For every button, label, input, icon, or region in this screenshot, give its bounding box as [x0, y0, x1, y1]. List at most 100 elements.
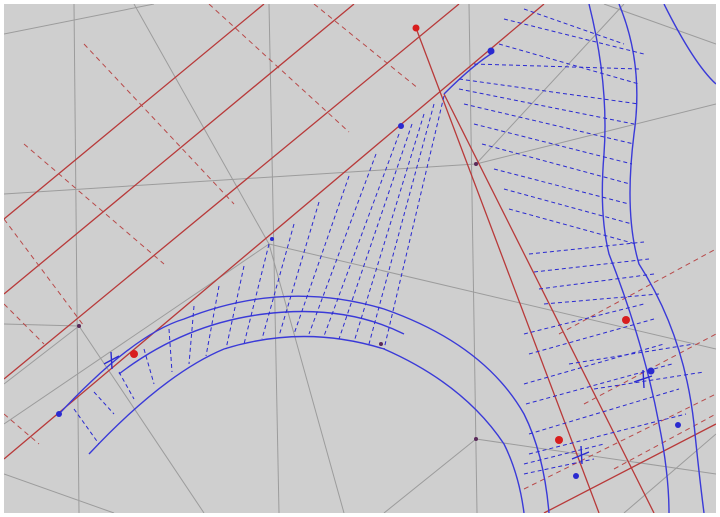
tangent-handle-icon[interactable] — [571, 445, 590, 465]
blue-road-curves — [58, 4, 716, 513]
red-cross-section — [4, 303, 45, 345]
construction-line — [4, 325, 80, 385]
blue-control-point-icon[interactable] — [270, 237, 274, 241]
construction-line — [268, 4, 280, 513]
red-road-edge — [4, 4, 460, 380]
construction-line — [4, 4, 155, 35]
blue-control-point-icon[interactable] — [647, 367, 655, 375]
blue-fan-line — [528, 318, 655, 355]
control-points[interactable] — [56, 24, 681, 480]
red-road-edge — [4, 4, 545, 460]
grid-vertex-icon — [379, 342, 383, 346]
blue-fan-line — [463, 103, 635, 145]
construction-line — [268, 243, 345, 513]
blue-fan-line — [503, 188, 633, 225]
blue-fan-line — [528, 241, 645, 255]
blue-fan-line — [261, 223, 295, 340]
blue-fan-line — [568, 343, 695, 365]
construction-line — [603, 4, 716, 45]
construction-lines — [4, 4, 716, 513]
construction-line — [468, 4, 478, 513]
blue-control-point-icon[interactable] — [487, 47, 495, 55]
red-cross-section — [4, 218, 85, 327]
blue-fan-line — [368, 103, 435, 345]
grid-vertex-icon — [474, 162, 478, 166]
outer-arc-right-edge — [663, 4, 716, 85]
blue-fan-line — [533, 258, 650, 273]
blue-fan-line — [93, 391, 115, 415]
grid-vertex-icon — [474, 437, 478, 441]
tangent-handles[interactable] — [103, 351, 653, 465]
blue-control-point-icon[interactable] — [675, 422, 681, 428]
blue-fan-line — [498, 43, 640, 85]
blue-fan-line — [493, 168, 630, 205]
red-control-point-icon[interactable] — [412, 24, 420, 32]
blue-fan-line — [473, 123, 633, 165]
blue-fan-line — [353, 113, 425, 343]
blue-fan-lines-right — [523, 241, 705, 475]
red-road-edge — [443, 93, 655, 513]
blue-fan-line — [205, 285, 220, 357]
red-cross-section — [613, 413, 716, 470]
blue-fan-line — [73, 408, 100, 445]
blue-fan-line — [543, 293, 660, 305]
red-road-edge — [4, 4, 265, 220]
tangent-handle-icon[interactable] — [103, 351, 120, 370]
blue-fan-line — [225, 265, 245, 350]
outer-arc-edge — [618, 4, 705, 513]
construction-line — [475, 103, 716, 165]
blue-fan-line — [143, 348, 155, 385]
red-road-edge — [4, 4, 355, 295]
construction-line — [383, 438, 477, 513]
blue-fan-lines-left — [73, 95, 445, 445]
blue-fan-line — [188, 305, 195, 365]
red-control-point-icon[interactable] — [130, 350, 138, 358]
red-cross-section — [313, 4, 420, 90]
grid-vertex-icon — [77, 324, 81, 328]
red-control-point-icon[interactable] — [555, 436, 563, 444]
outer-arc-inner-edge — [588, 4, 670, 513]
blue-fan-line — [243, 243, 270, 345]
construction-line — [4, 323, 80, 327]
red-cross-section — [558, 248, 716, 335]
tangent-handle-icon[interactable] — [633, 369, 653, 389]
blue-fan-line — [458, 88, 635, 125]
blue-fan-line — [523, 8, 625, 45]
red-control-point-icon[interactable] — [622, 316, 630, 324]
blue-fan-line — [473, 63, 640, 70]
road-geometry-drawing[interactable] — [4, 4, 716, 513]
construction-line — [78, 325, 205, 513]
red-cross-section — [4, 413, 40, 445]
inner-arc-middle-edge — [118, 310, 405, 375]
red-road-edges — [4, 4, 716, 513]
cad-viewport[interactable] — [4, 4, 716, 513]
blue-fan-line — [481, 143, 631, 185]
blue-fan-line — [308, 153, 377, 335]
blue-fan-line — [168, 328, 173, 373]
blue-fan-line — [458, 78, 640, 105]
blue-control-point-icon[interactable] — [573, 473, 579, 479]
blue-fan-line — [538, 273, 655, 290]
blue-fan-line — [523, 343, 665, 385]
construction-line — [475, 438, 716, 475]
red-cross-section — [208, 4, 350, 133]
blue-fan-line — [278, 201, 320, 337]
red-cross-section — [83, 43, 235, 205]
blue-fan-line — [528, 413, 687, 455]
blue-fan-line — [338, 123, 413, 340]
blue-fan-lines-top — [458, 8, 645, 245]
blue-fan-line — [383, 95, 445, 350]
red-cross-section — [523, 393, 716, 490]
construction-line — [4, 473, 115, 513]
construction-line — [268, 243, 716, 350]
construction-line — [623, 433, 716, 513]
blue-fan-line — [503, 18, 645, 55]
blue-control-point-icon[interactable] — [56, 411, 62, 417]
construction-line — [133, 4, 270, 245]
blue-fan-line — [508, 208, 637, 245]
blue-fan-line — [118, 371, 135, 400]
construction-line — [4, 163, 477, 195]
blue-fan-line — [293, 175, 350, 335]
blue-control-point-icon[interactable] — [398, 123, 404, 129]
